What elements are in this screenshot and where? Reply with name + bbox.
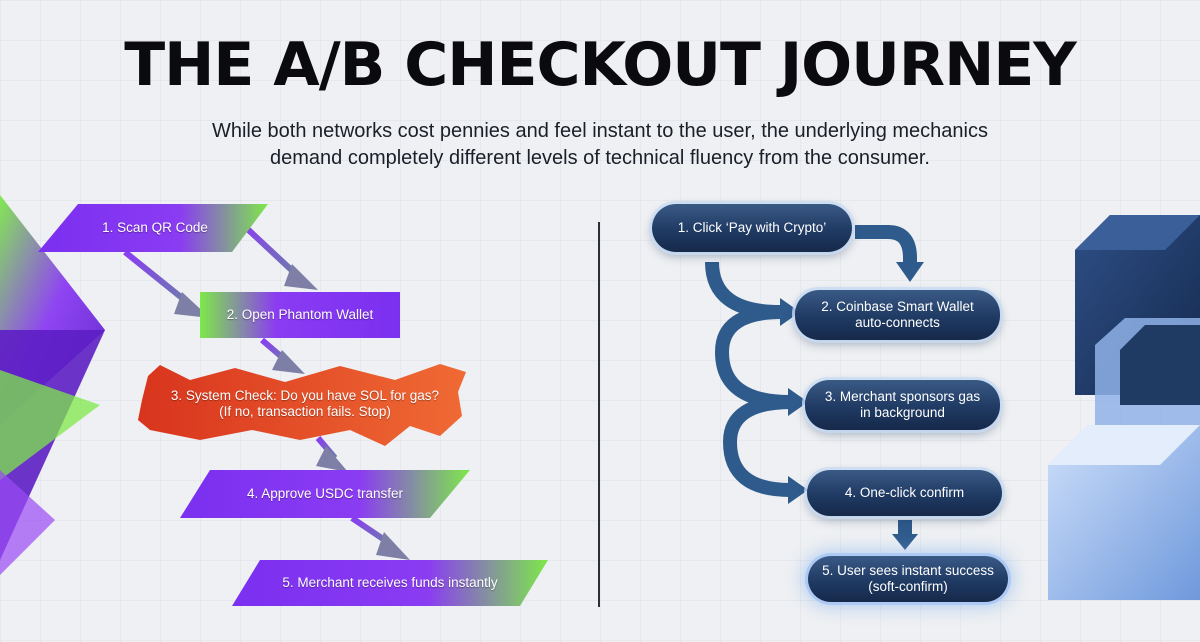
left-decorative-crystal — [0, 195, 105, 575]
right-step-2[interactable]: 2. Coinbase Smart Wallet auto-connects — [795, 290, 1000, 340]
right-step-2-label-line1: 2. Coinbase Smart Wallet — [821, 299, 974, 314]
left-step-4[interactable]: 4. Approve USDC transfer — [190, 470, 460, 518]
right-arrow-heads — [780, 262, 924, 550]
left-step-1-label: 1. Scan QR Code — [102, 220, 208, 235]
left-step-3-shape[interactable] — [138, 364, 466, 446]
right-step-5[interactable]: 5. User sees instant success (soft-confi… — [808, 556, 1008, 602]
left-step-2-shape[interactable] — [200, 292, 400, 338]
right-step-4-label: 4. One-click confirm — [844, 485, 965, 500]
column-divider — [598, 222, 600, 607]
right-step-3-label-line1: 3. Merchant sponsors gas — [824, 389, 981, 404]
left-step-5[interactable]: 5. Merchant receives funds instantly — [240, 560, 540, 606]
right-step-2-label-line2: auto-connects — [855, 315, 940, 330]
right-step-1-label: 1. Click ‘Pay with Crypto’ — [677, 220, 827, 235]
subtitle-line-2: demand completely different levels of te… — [270, 147, 930, 169]
right-decorative-blocks — [1048, 215, 1200, 600]
right-step-4[interactable]: 4. One-click confirm — [807, 470, 1002, 516]
left-step-4-shape[interactable] — [180, 470, 470, 518]
right-step-3[interactable]: 3. Merchant sponsors gas in background — [805, 380, 1000, 430]
left-step-1-shape[interactable] — [38, 204, 268, 252]
left-step-5-label: 5. Merchant receives funds instantly — [282, 575, 498, 590]
right-connector-arrows — [705, 225, 917, 534]
left-step-2[interactable]: 2. Open Phantom Wallet — [200, 292, 400, 338]
page-subtitle: While both networks cost pennies and fee… — [0, 118, 1200, 172]
left-step-5-shape[interactable] — [232, 560, 548, 606]
left-step-3[interactable]: 3. System Check: Do you have SOL for gas… — [150, 378, 460, 430]
left-connector-arrows — [123, 219, 410, 560]
right-step-3-label-line2: in background — [860, 405, 945, 420]
subtitle-line-1: While both networks cost pennies and fee… — [211, 120, 988, 142]
page-title: THE A/B CHECKOUT JOURNEY — [124, 30, 1077, 100]
left-step-2-label: 2. Open Phantom Wallet — [226, 307, 374, 322]
left-step-shapes — [38, 204, 548, 606]
left-step-3-label-line2: (If no, transaction fails. Stop) — [219, 404, 391, 419]
left-step-4-label: 4. Approve USDC transfer — [246, 486, 404, 501]
right-step-5-label-line2: (soft-confirm) — [868, 579, 948, 594]
right-step-5-label-line1: 5. User sees instant success — [822, 563, 994, 578]
left-step-3-label-line1: 3. System Check: Do you have SOL for gas… — [170, 388, 440, 403]
right-step-1[interactable]: 1. Click ‘Pay with Crypto’ — [652, 204, 852, 252]
left-step-1[interactable]: 1. Scan QR Code — [50, 204, 260, 252]
